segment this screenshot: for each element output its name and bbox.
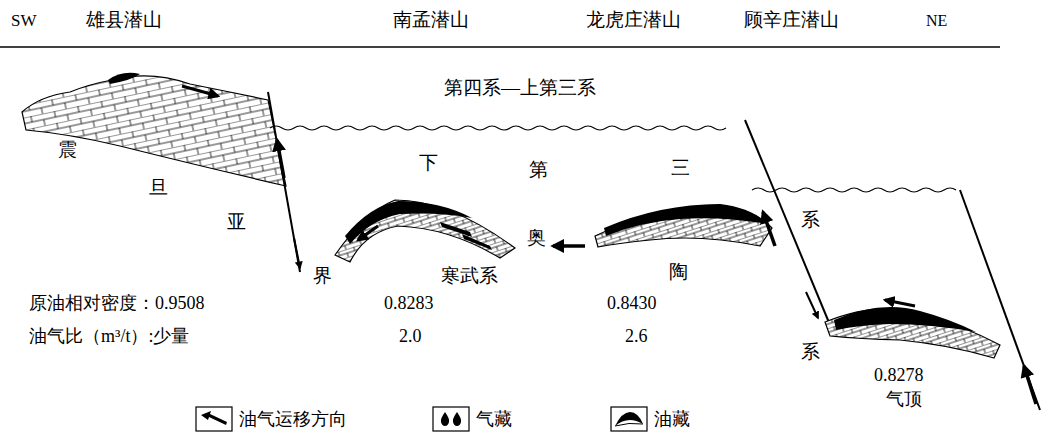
fault-arrow <box>1024 366 1036 404</box>
sinian-block <box>22 76 286 186</box>
buried-hill <box>335 200 515 262</box>
oil-pool <box>440 222 492 250</box>
formation-label: 第四系—上第三系 <box>443 78 597 99</box>
legend-text: 气藏 <box>476 410 512 430</box>
unconformity <box>752 188 956 192</box>
data-value: 2.6 <box>624 327 649 347</box>
legend-item: 气藏 <box>432 406 512 433</box>
data-value: 0.8283 <box>383 294 435 314</box>
fault-arrow <box>294 238 300 268</box>
formation-label: 寒武系 <box>440 266 499 287</box>
buried-hill <box>595 205 772 247</box>
legend-item: 油气运移方向 <box>195 406 347 433</box>
direction-label: SW <box>10 12 38 31</box>
formation-label: 系 <box>800 342 821 363</box>
migration-arrow <box>553 244 585 248</box>
data-value: 0.8278 <box>873 366 925 386</box>
oil-pool <box>108 73 140 84</box>
formation-label: 界 <box>312 266 333 287</box>
formation-label: 亚 <box>226 212 247 233</box>
migration-arrow <box>358 226 378 240</box>
legend-text: 油藏 <box>654 410 690 430</box>
data-label: 油气比（m³/t）:少量 <box>28 327 190 347</box>
legend-swatch <box>610 406 648 433</box>
buried-hill-name: 顾辛庄潜山 <box>743 10 840 31</box>
oil-pool <box>604 204 768 236</box>
formation-label: 下 <box>418 153 439 174</box>
buried-hill-name: 雄县潜山 <box>85 10 163 31</box>
buried-hill-name: 龙虎庄潜山 <box>585 10 682 31</box>
oil-pool <box>834 307 976 332</box>
data-label: 气顶 <box>885 390 923 410</box>
formation-label: 系 <box>800 210 821 231</box>
legend-text: 油气运移方向 <box>239 410 347 430</box>
fault-arrow <box>763 212 775 246</box>
data-value: 0.8430 <box>606 294 658 314</box>
legend-swatch <box>432 406 470 433</box>
formation-label: 第 <box>528 160 549 181</box>
legend-swatch <box>195 406 233 433</box>
migration-arrow <box>885 300 915 306</box>
data-value: 2.0 <box>398 327 423 347</box>
header-rule <box>0 46 1000 48</box>
formation-label: 三 <box>670 158 691 179</box>
data-label: 原油相对密度：0.9508 <box>28 294 206 314</box>
formation-label: 陶 <box>668 262 689 283</box>
unconformity <box>270 126 726 130</box>
formation-label: 奥 <box>526 228 547 249</box>
migration-arrow <box>182 86 218 96</box>
direction-label: NE <box>925 12 948 30</box>
oil-pool <box>345 201 472 244</box>
fault <box>745 120 830 325</box>
fault <box>960 190 1040 410</box>
legend-item: 油藏 <box>610 406 690 433</box>
formation-label: 旦 <box>148 178 169 199</box>
buried-hill-name: 南孟潜山 <box>392 10 470 31</box>
fault-arrow <box>806 292 818 318</box>
formation-label: 震 <box>57 140 78 161</box>
fault-arrow <box>277 140 284 178</box>
fault <box>268 92 300 272</box>
